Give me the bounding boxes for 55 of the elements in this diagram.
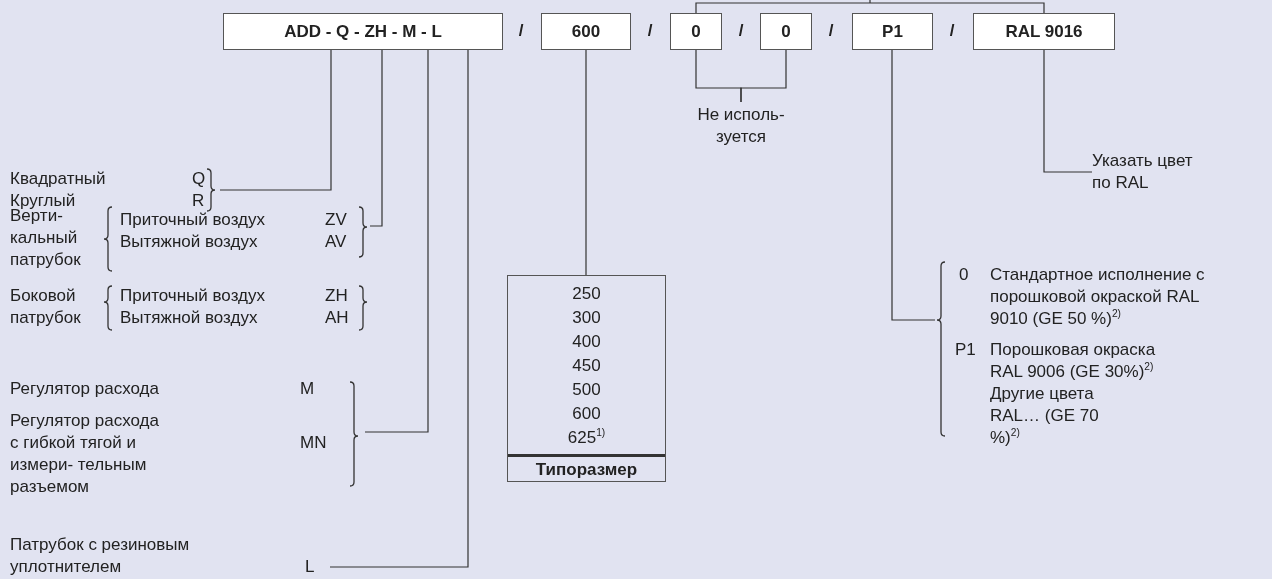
leader-line [329,49,469,568]
option-code: M [300,378,315,400]
code-box: ADD - Q - ZH - M - L [223,13,503,50]
note-text: Не исполь- зуется [696,104,786,148]
leader-line [1043,49,1093,173]
note-text: Указать цвет по RAL [1092,150,1194,194]
option-text: Патрубок с резиновым уплотнителем [10,534,191,578]
leader-line [740,49,787,103]
option-text: Регулятор расхода с гибкой тягой и измери- тельным разъемом [10,410,160,498]
leader-line [369,49,383,227]
option-text: Квадратный [10,168,106,190]
option-text: Другие цвета RAL… (GE 70 %)$^{2)}$ [990,383,1100,449]
leader-line [891,49,936,321]
separator-text: / [948,20,956,42]
option-code: MN [300,432,327,454]
option-text: Приточный воздух [120,209,265,231]
option-text: Приточный воздух [120,285,265,307]
code-box: RAL 9016 [973,13,1115,50]
option-code: ZV [325,209,347,231]
separator-text: / [827,20,835,42]
size-value: 450 [571,355,602,377]
code-box: 600 [541,13,631,50]
size-value: 400 [571,331,602,353]
size-value: 600 [571,403,602,425]
option-text: Вытяжной воздух [120,231,258,253]
size-table [507,275,666,482]
option-code: ZH [325,285,348,307]
option-text: Боковой патрубок [10,285,82,329]
option-code: R [192,190,205,212]
option-code: Q [192,168,206,190]
option-text: Круглый [10,190,76,210]
separator-text: / [517,20,525,42]
table-header: Типоразмер [508,454,665,483]
leader-line [585,49,587,276]
separator-text: / [646,20,654,42]
leader-line [219,49,332,191]
code-box: P1 [852,13,933,50]
leader-line [695,0,1045,14]
option-code: AH [325,307,349,329]
code-box: 0 [760,13,812,50]
option-code: 0 [959,264,969,286]
size-value: 300 [571,307,602,329]
option-text: Стандартное исполнение с порошковой окраской RAL 9010 (GE 50 %)$^{2)}$ [990,264,1206,330]
code-box: 0 [670,13,722,50]
size-value: 500 [571,379,602,401]
size-value: 625$^{1)}$ [566,426,607,449]
leader-line [364,49,429,433]
option-text: Вытяжной воздух [120,307,258,329]
separator-text: / [737,20,745,42]
option-text: Регулятор расхода [10,378,159,400]
option-code: AV [325,231,347,253]
option-text: Порошковая окраска RAL 9006 (GE 30%)$^{2)}$ [990,339,1157,383]
option-code: P1 [955,339,976,361]
size-value: 250 [571,283,602,305]
option-code: L [305,556,315,578]
